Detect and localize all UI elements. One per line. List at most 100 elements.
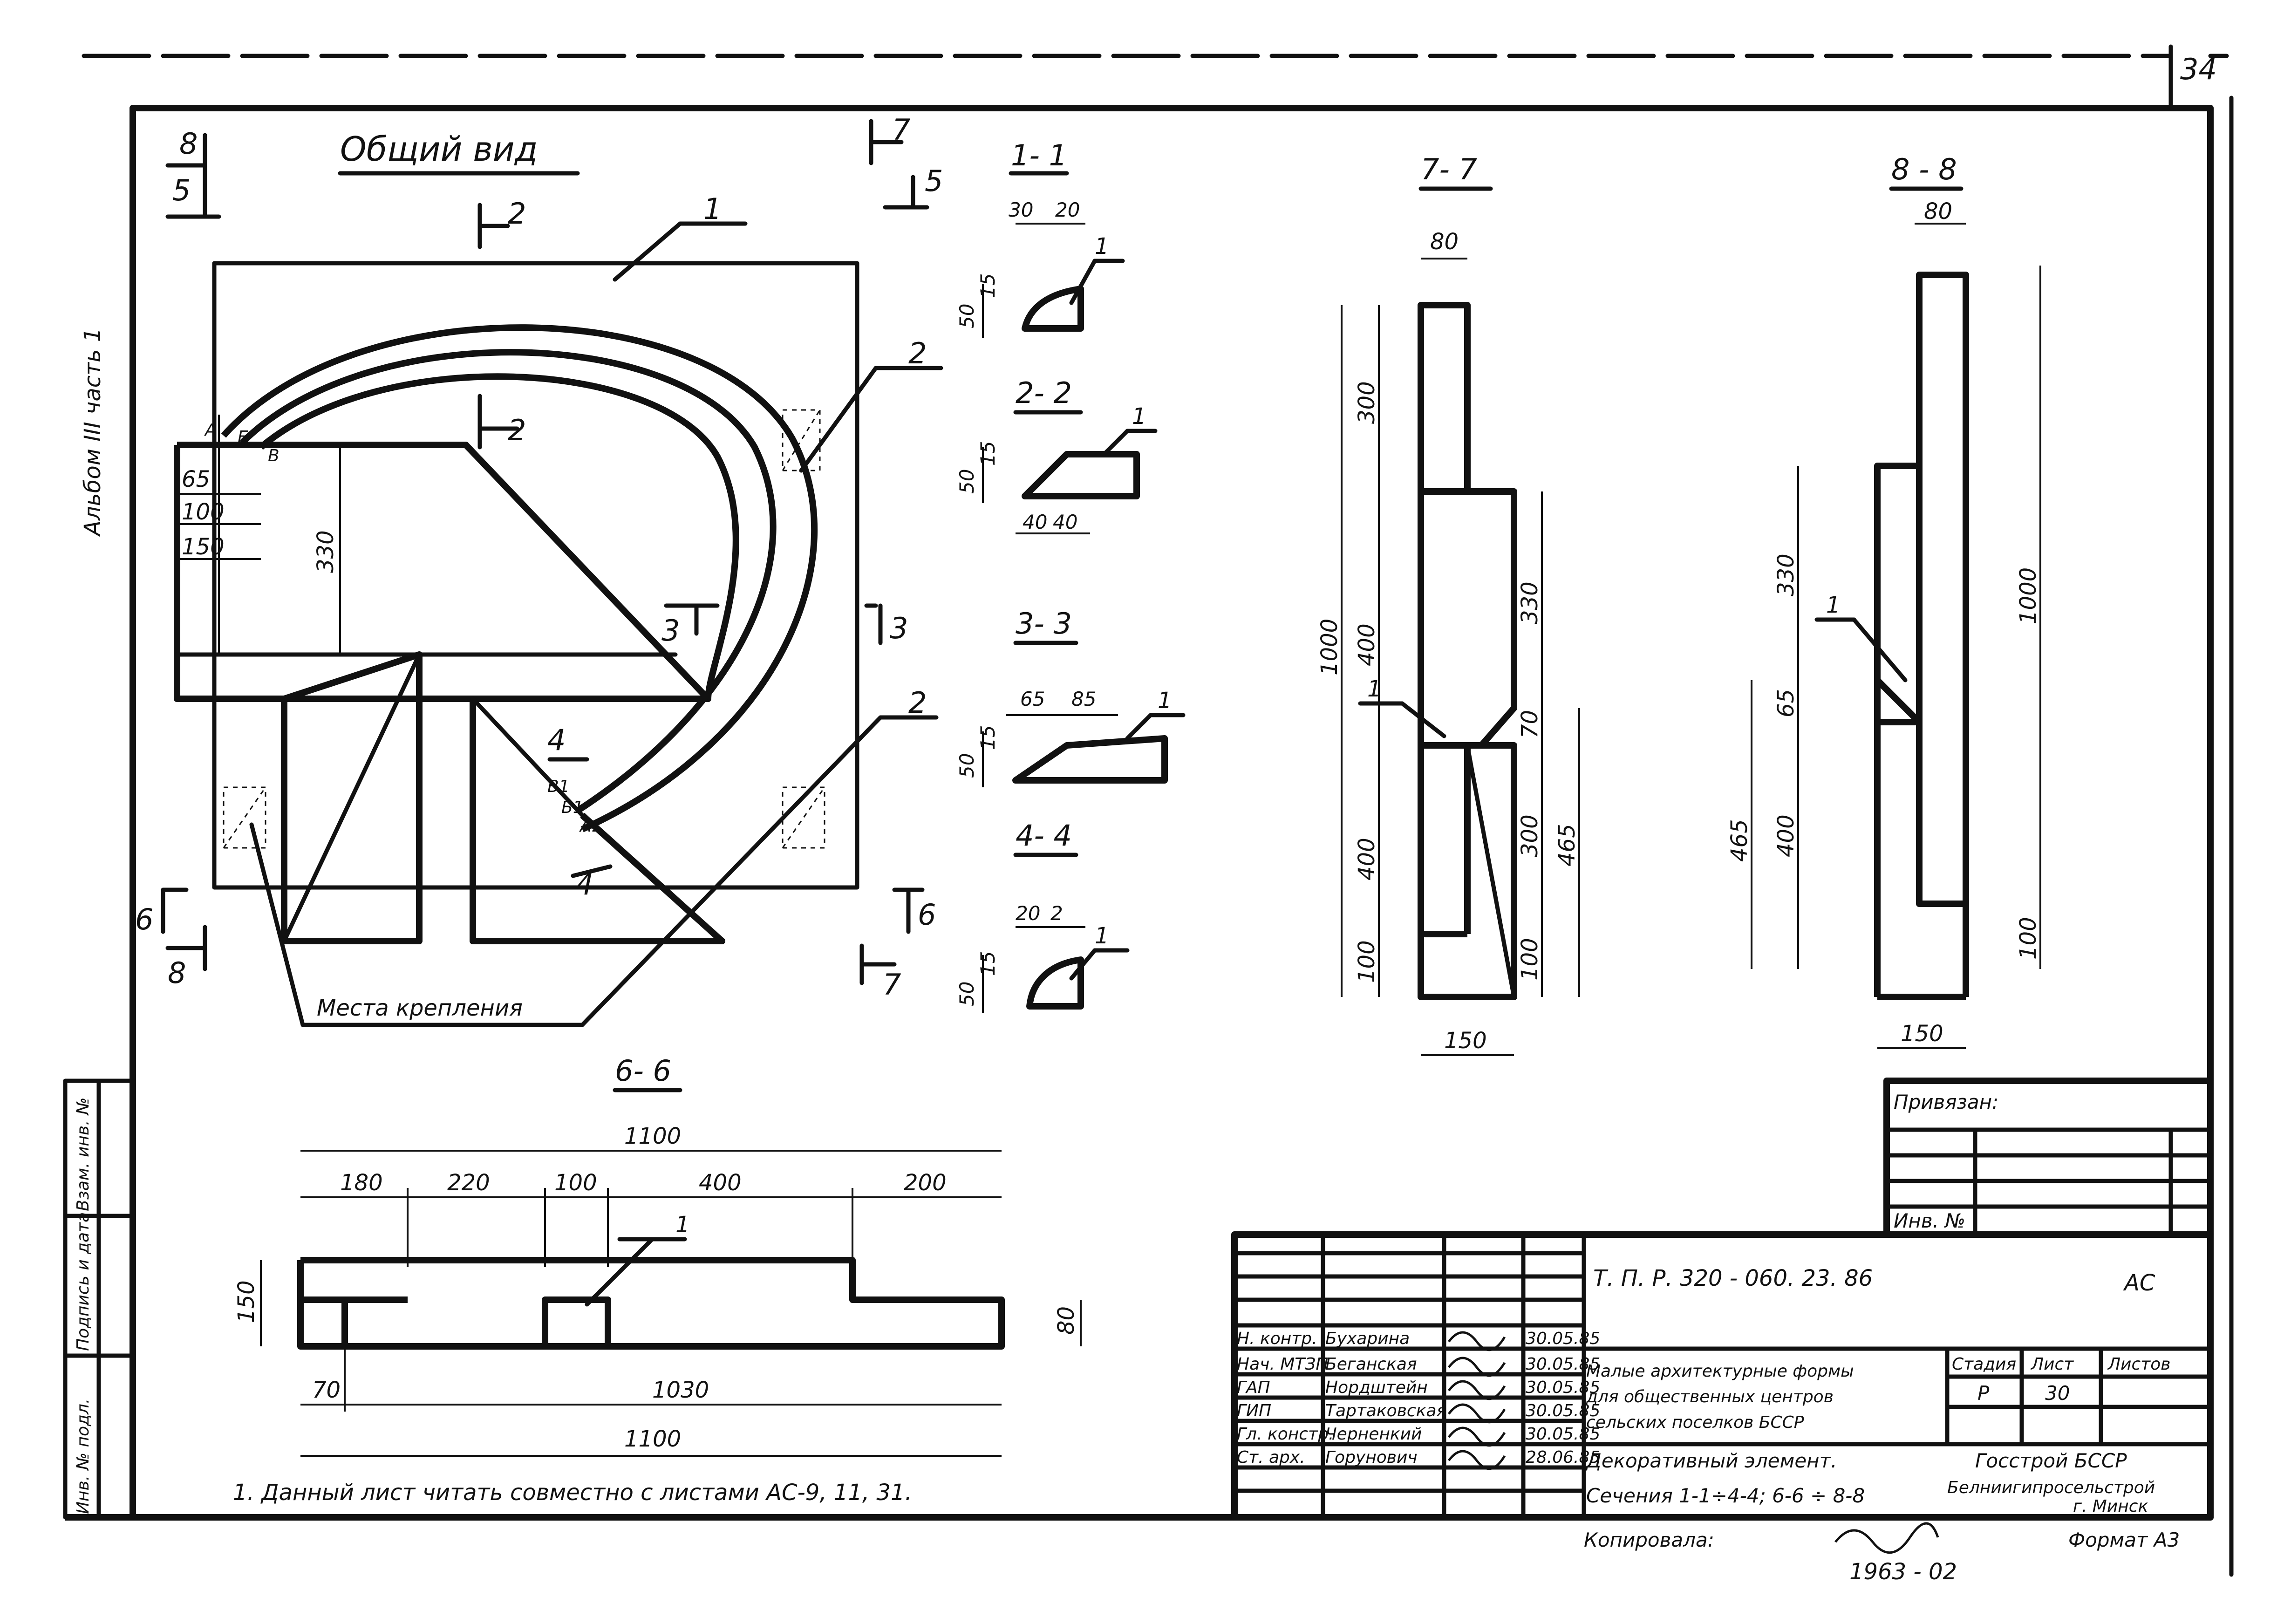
general-view-title: Общий вид bbox=[340, 130, 538, 169]
sig-name-2: Нордштейн bbox=[1325, 1378, 1428, 1397]
sig-role-5: Ст. арх. bbox=[1237, 1448, 1305, 1467]
s88-dim-465: 465 bbox=[1726, 819, 1752, 862]
sig-date-3: 30.05.85 bbox=[1526, 1401, 1600, 1420]
s77-leader: 1 bbox=[1367, 676, 1382, 702]
copied-by-label: Копировала: bbox=[1584, 1528, 1714, 1551]
footnote: 1. Данный лист читать совместно с листам… bbox=[233, 1480, 912, 1506]
cut-mark-8-bottom: 8 bbox=[168, 956, 186, 990]
s33-dim-15: 15 bbox=[976, 725, 999, 750]
s11-leader: 1 bbox=[1095, 233, 1109, 259]
s77-dim-300b: 300 bbox=[1517, 814, 1543, 857]
stage-code: АС bbox=[2123, 1270, 2155, 1296]
stage-value: Р bbox=[1977, 1382, 1990, 1405]
sig-name-4: Черненкий bbox=[1325, 1425, 1422, 1444]
cut-mark-6-left: 6 bbox=[135, 902, 153, 936]
sig-date-5: 28.06.85 bbox=[1526, 1448, 1600, 1467]
dim-100: 100 bbox=[182, 499, 225, 525]
s22-dim-40a: 40 bbox=[1023, 511, 1047, 533]
s44-dim-50: 50 bbox=[955, 982, 978, 1006]
s33-dim-50: 50 bbox=[955, 753, 978, 778]
leader-2-gv-bottom: 2 bbox=[908, 686, 927, 720]
sig-date-1: 30.05.85 bbox=[1526, 1355, 1600, 1374]
point-b1: Б1 bbox=[561, 798, 584, 817]
doc-code: Т. П. Р. 320 - 060. 23. 86 bbox=[1593, 1265, 1873, 1291]
sheet-title-1: Декоративный элемент. bbox=[1585, 1449, 1837, 1472]
cut-mark-5-right: 5 bbox=[925, 164, 943, 198]
sig-role-1: Нач. МТЗП bbox=[1237, 1355, 1329, 1374]
col-sheet: Лист bbox=[2030, 1355, 2074, 1374]
org-2: Белниигипросельстрой bbox=[1947, 1478, 2155, 1497]
cut-mark-2-mid: 2 bbox=[508, 413, 526, 447]
section-4-4: 4- 4 20 2 50 15 1 bbox=[955, 819, 1130, 1013]
section-7-7-title: 7- 7 bbox=[1421, 152, 1477, 186]
sig-role-2: ГАП bbox=[1237, 1378, 1270, 1397]
s66-dim-1100-top: 1100 bbox=[624, 1123, 681, 1149]
s66-dim-80: 80 bbox=[1053, 1306, 1079, 1335]
privyazan-box: Привязан: Инв. № bbox=[1883, 1078, 2214, 1238]
s44-dim-2: 2 bbox=[1050, 902, 1063, 925]
sig-role-4: Гл. констр. bbox=[1237, 1425, 1334, 1444]
s88-dim-400: 400 bbox=[1773, 814, 1799, 857]
cut-mark-4-bottom: 4 bbox=[575, 867, 593, 901]
org-1: Госстрой БССР bbox=[1975, 1449, 2127, 1472]
s11-dim-50: 50 bbox=[955, 304, 978, 328]
s66-dim-1100-bottom: 1100 bbox=[624, 1426, 681, 1452]
point-a1: А1 bbox=[579, 817, 602, 836]
cut-mark-3-right: 3 bbox=[890, 611, 908, 645]
s77-dim-80: 80 bbox=[1430, 229, 1459, 255]
section-2-2-title: 2- 2 bbox=[1016, 376, 1072, 410]
copy-signature bbox=[1834, 1522, 1939, 1554]
section-8-8: 8 - 8 80 330 65 400 465 1000 100 150 1 bbox=[1726, 152, 2041, 1049]
s77-dim-465: 465 bbox=[1554, 824, 1580, 867]
leader-1-gv: 1 bbox=[703, 192, 722, 226]
cut-mark-3-left: 3 bbox=[661, 614, 680, 648]
strip-inv-podl: Инв. № подл. bbox=[74, 1399, 93, 1514]
s77-dim-330: 330 bbox=[1517, 581, 1543, 624]
sheet-value: 30 bbox=[2045, 1382, 2070, 1405]
s44-leader: 1 bbox=[1095, 923, 1109, 949]
sig-name-5: Горунович bbox=[1325, 1448, 1418, 1467]
s66-leader: 1 bbox=[675, 1212, 690, 1238]
sig-date-2: 30.05.85 bbox=[1526, 1378, 1600, 1397]
s66-dim-200: 200 bbox=[904, 1170, 947, 1196]
s66-dim-220: 220 bbox=[447, 1170, 490, 1196]
section-6-6: 6- 6 1100 180 220 100 400 200 150 80 70 … bbox=[233, 1054, 1082, 1457]
project-title-1: Малые архитектурные формы bbox=[1586, 1362, 1854, 1381]
signature-marks bbox=[1448, 1331, 1506, 1470]
s11-dim-20: 20 bbox=[1055, 198, 1080, 221]
sig-date-0: 30.05.85 bbox=[1526, 1329, 1600, 1348]
project-title-3: сельских поселков БССР bbox=[1586, 1413, 1804, 1432]
point-v: В bbox=[268, 446, 280, 465]
s88-dim-1000: 1000 bbox=[2015, 567, 2041, 624]
s22-dim-50: 50 bbox=[955, 469, 978, 494]
s88-leader: 1 bbox=[1826, 592, 1841, 618]
s66-dim-100: 100 bbox=[554, 1170, 597, 1196]
s44-dim-20: 20 bbox=[1016, 902, 1040, 925]
point-b: Б bbox=[238, 428, 249, 447]
s77-dim-300: 300 bbox=[1354, 381, 1380, 424]
cut-mark-2-top: 2 bbox=[508, 197, 526, 231]
section-8-8-title: 8 - 8 bbox=[1891, 152, 1957, 186]
section-3-3: 3- 3 65 85 50 15 1 bbox=[955, 607, 1186, 787]
s22-dim-15: 15 bbox=[976, 441, 999, 466]
dim-150: 150 bbox=[182, 534, 225, 560]
s88-dim-65: 65 bbox=[1773, 689, 1799, 717]
s88-dim-150: 150 bbox=[1901, 1021, 1943, 1047]
cut-mark-8-top: 8 bbox=[179, 127, 198, 161]
sig-name-3: Тартаковская bbox=[1325, 1401, 1446, 1420]
s77-dim-150: 150 bbox=[1444, 1028, 1487, 1054]
sig-name-1: Беганская bbox=[1325, 1355, 1417, 1374]
s44-dim-15: 15 bbox=[976, 951, 999, 976]
sheet-number: 34 bbox=[2180, 52, 2217, 86]
leader-2-gv-top: 2 bbox=[908, 336, 927, 370]
cut-mark-7-bottom: 7 bbox=[883, 968, 901, 1002]
sheet-frame bbox=[65, 44, 2234, 1577]
point-v1: В1 bbox=[547, 777, 570, 796]
s77-dim-1000: 1000 bbox=[1316, 619, 1343, 676]
dim-65: 65 bbox=[182, 466, 210, 492]
left-stamp-strip: Инв. № подл. Подпись и дата Взам. инв. № bbox=[63, 1078, 135, 1520]
strip-vzam-inv: Взам. инв. № bbox=[74, 1098, 93, 1211]
s66-dim-70: 70 bbox=[312, 1377, 341, 1403]
section-7-7: 7- 7 80 300 400 400 100 1000 330 70 300 … bbox=[1316, 152, 1580, 1056]
cut-mark-4-top: 4 bbox=[547, 723, 566, 757]
